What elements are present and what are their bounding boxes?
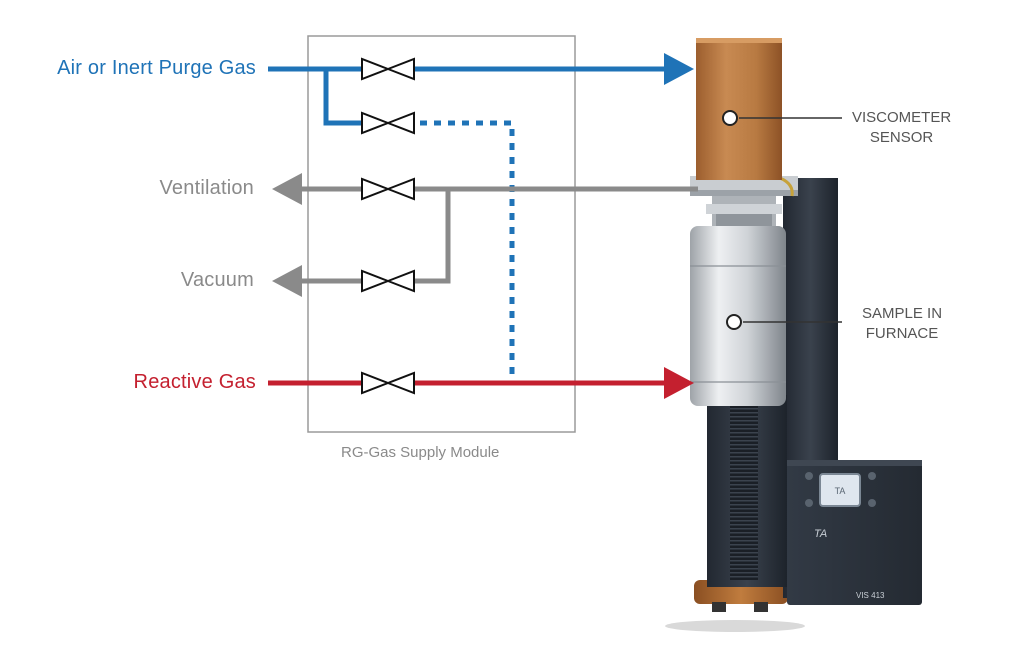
purge-bypass-dotted-line	[420, 120, 515, 380]
model-label: VIS 413	[856, 591, 885, 600]
vacuum-label: Vacuum	[180, 269, 254, 291]
callout-dot-icon-viscometer	[722, 110, 738, 126]
viscometer-housing	[696, 38, 782, 180]
vacuum-arrow-icon	[272, 265, 302, 297]
viscometer-instrument: TA TA VIS 413	[665, 38, 922, 632]
vacuum-line	[300, 189, 451, 284]
viscometer-sensor-callout: VISCOMETER SENSOR	[852, 108, 951, 148]
callout-dot-icon-sample	[726, 314, 742, 330]
reactive-gas-label: Reactive Gas	[133, 371, 256, 393]
ventilation-arrow-icon	[272, 173, 302, 205]
vent-grille	[730, 405, 758, 580]
purge-arrow-icon	[664, 53, 694, 85]
valve-icon-reactive	[361, 371, 415, 395]
ventilation-label: Ventilation	[159, 177, 254, 199]
valve-icon-ventilation	[361, 177, 415, 201]
sample-furnace-callout: SAMPLE IN FURNACE	[862, 304, 942, 344]
sensor-plate	[690, 176, 798, 194]
purge-gas-line	[268, 66, 666, 126]
sample-callout-line2: FURNACE	[865, 325, 939, 342]
valve-icon-vacuum	[361, 269, 415, 293]
display-screen	[819, 473, 861, 507]
gas-supply-module	[307, 35, 576, 433]
sample-callout-line1: SAMPLE IN	[862, 305, 943, 322]
viscometer-callout-line1: VISCOMETER	[852, 109, 952, 126]
valve-icon-purge	[361, 57, 415, 81]
purge-gas-label: Air or Inert Purge Gas	[57, 57, 256, 79]
viscometer-callout-line2: SENSOR	[869, 129, 934, 146]
reactive-arrow-icon	[664, 367, 694, 399]
brand-logo: TA	[814, 528, 827, 540]
module-caption: RG-Gas Supply Module	[341, 444, 500, 461]
screen-logo: TA	[835, 486, 846, 496]
valve-icon-purge-bypass	[361, 111, 415, 135]
